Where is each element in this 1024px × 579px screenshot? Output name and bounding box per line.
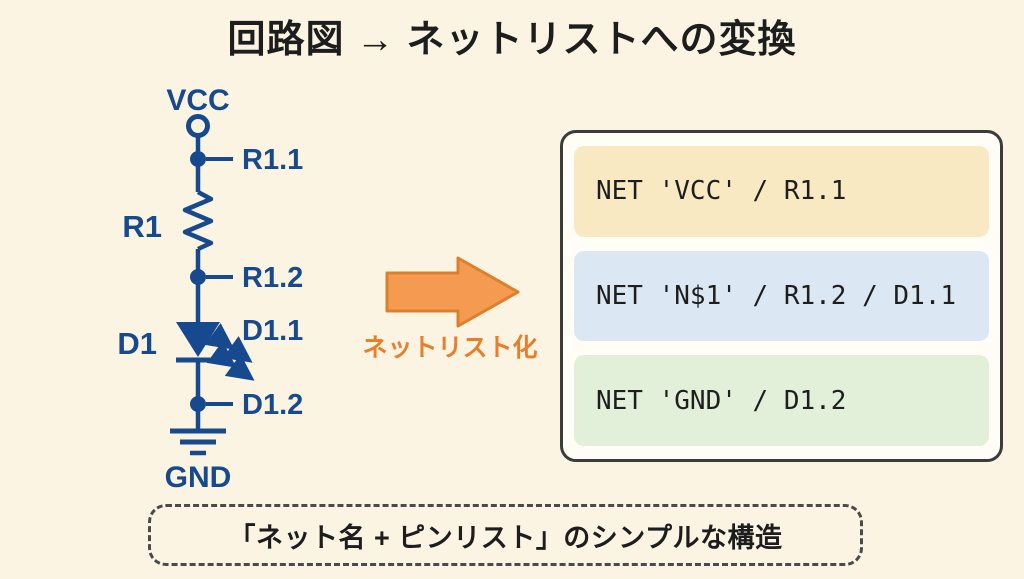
circuit-diagram: VCC R1.1 R1 R1.2 D1 D1.1 D1.2 <box>117 84 303 494</box>
pin-label-r1-2: R1.2 <box>242 262 303 294</box>
pin-label-d1-1: D1.1 <box>242 315 303 347</box>
pin-label-d1-2: D1.2 <box>242 389 303 421</box>
page-title: 回路図 → ネットリストへの変換 <box>227 19 797 61</box>
pin-label-r1-1: R1.1 <box>242 144 303 176</box>
footer-note: 「ネット名 + ピンリスト」のシンプルな構造 <box>148 504 863 566</box>
footer-note-text: 「ネット名 + ピンリスト」のシンプルな構造 <box>228 522 783 553</box>
netlist-arrow-icon <box>385 256 520 328</box>
resistor-label: R1 <box>122 209 162 244</box>
ground-symbol-icon <box>170 428 226 456</box>
vcc-label: VCC <box>166 84 229 117</box>
netlist-row-n1: NET 'N$1' / R1.2 / D1.1 <box>574 250 989 342</box>
resistor-symbol-icon <box>182 190 214 252</box>
netlist-row-vcc: NET 'VCC' / R1.1 <box>574 146 989 237</box>
netlist-arrow-label: ネットリスト化 <box>362 334 538 362</box>
netlist-row-gnd: NET 'GND' / D1.2 <box>574 355 989 447</box>
led-symbol-icon <box>176 322 220 357</box>
vcc-terminal-icon <box>186 114 210 138</box>
gnd-label: GND <box>165 461 232 494</box>
led-emission-arrow-icon <box>206 340 255 381</box>
netlist-box: NET 'VCC' / R1.1 NET 'N$1' / R1.2 / D1.1… <box>560 130 1003 462</box>
diode-label: D1 <box>117 326 157 361</box>
